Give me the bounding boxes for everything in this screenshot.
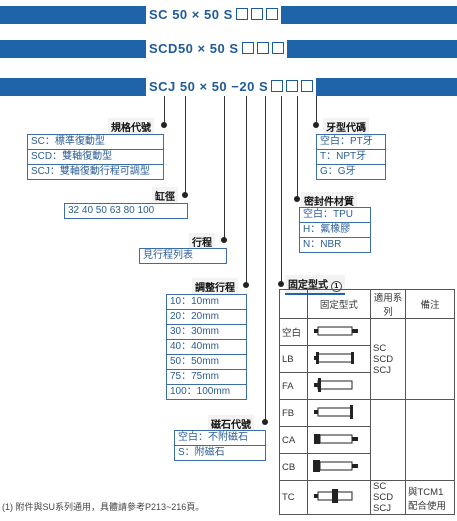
model-code-scj: SCJ 50 × 50 −20 S: [146, 78, 317, 96]
leader-seal: [297, 96, 298, 200]
adj-stroke-list: 10：10mm 20：20mm 30：30mm 40：40mm 50：50mm …: [166, 294, 247, 400]
leader-magnet: [265, 96, 266, 423]
model-code-scd: SCD50 × 50 S: [146, 40, 287, 58]
spec-item: SCD：雙軸復動型: [28, 150, 163, 165]
dot-adj: [243, 282, 249, 288]
header-remark: 備注: [405, 289, 455, 319]
cylinder-icon: [306, 426, 372, 454]
dot-seal: [294, 196, 300, 202]
bore-values: 32 40 50 63 80 100: [64, 203, 188, 219]
header-series: 適用系列: [370, 289, 406, 319]
stroke-box: 見行程列表: [139, 248, 227, 264]
dot-magnet: [262, 419, 268, 425]
leader-bore: [185, 96, 186, 195]
dot-stroke: [221, 237, 227, 243]
leader-adj: [246, 96, 247, 286]
leader-spec: [164, 96, 165, 125]
spec-list: SC：標準復動型 SCD：雙軸復動型 SCJ：雙軸復動行程可調型: [27, 134, 164, 180]
seal-list: 空白：TPU H：氟橡膠 N：NBR: [299, 207, 371, 253]
leader-stroke: [224, 96, 225, 241]
cylinder-icon: [306, 318, 372, 346]
footnote: (1) 附件與SU系列通用，具體請參考P213~216頁。: [2, 502, 205, 512]
cylinder-icon: [306, 453, 372, 481]
magnet-list: 空白：不附磁石 S：附磁石: [174, 430, 266, 461]
spec-item: SCJ：雙軸復動行程可調型: [31, 166, 150, 177]
leader-mount: [281, 96, 282, 284]
dot-thread: [313, 122, 319, 128]
leader-thread: [316, 96, 317, 126]
header-mount: 固定型式: [306, 289, 372, 319]
dot-bore: [182, 192, 188, 198]
cylinder-icon: [306, 372, 372, 400]
cylinder-icon: [306, 480, 372, 515]
dot-mount: [278, 281, 284, 287]
mount-table: 固定型式 適用系列 備注 空白 SC SCD SCJ LB FA FB CA C…: [279, 289, 455, 515]
cylinder-icon: [306, 345, 372, 373]
spec-item: SC：標準復動型: [28, 135, 163, 150]
dot-spec: [161, 122, 167, 128]
model-code-sc: SC 50 × 50 S: [146, 6, 281, 24]
thread-list: 空白：PT牙 T：NPT牙 G：G牙: [316, 134, 386, 180]
cylinder-icon: [306, 399, 372, 427]
